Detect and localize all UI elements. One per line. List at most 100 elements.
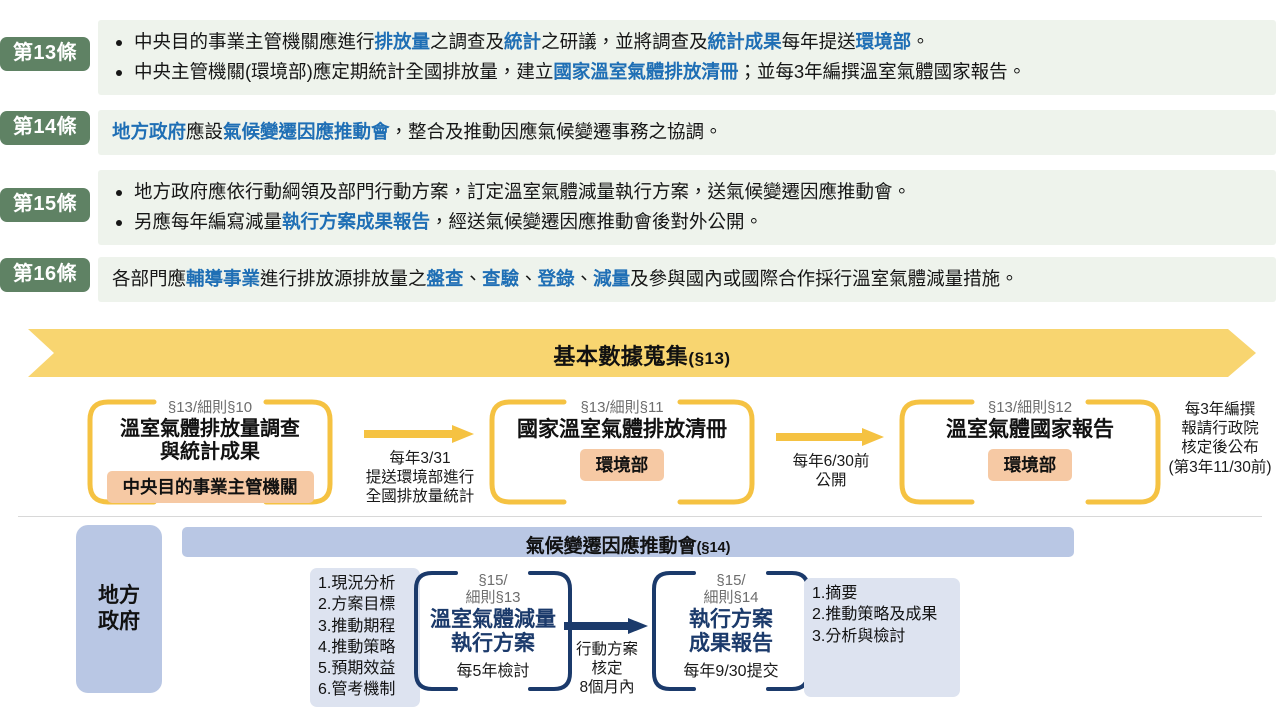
plain-text: 中央目的事業主管機關應進行	[134, 31, 375, 52]
plain-text: 、	[574, 268, 594, 289]
flow-arrow-caption-1: 每年3/31 提送環境部進行 全國排放量統計	[365, 450, 475, 505]
flow-box-emission-survey: §13/細則§10 溫室氣體排放量調查 與統計成果 中央目的事業主管機關	[84, 398, 336, 506]
flow-box-section: §13/細則§10	[167, 399, 253, 416]
flow-box-national-report: §13/細則§12 溫室氣體國家報告 環境部	[896, 398, 1164, 506]
article-bullet: 另應每年編寫減量執行方案成果報告，經送氣候變遷因應推動會後對外公開。	[134, 207, 1262, 237]
bracket-frame-icon	[87, 399, 333, 505]
flow-box-section: §13/細則§11	[580, 399, 664, 416]
flow-box-national-inventory: §13/細則§11 國家溫室氣體排放清冊 環境部	[486, 398, 758, 506]
arrow-right-icon	[364, 425, 474, 443]
flow-arrow-caption-3: 行動方案 核定 8個月內	[575, 641, 638, 696]
article-text: 地方政府應設氣候變遷因應推動會，整合及推動因應氣候變遷事務之協調。	[112, 117, 1262, 147]
flow-box-title: 國家溫室氣體排放清冊	[517, 417, 727, 441]
banner-basic-section: (§13)	[688, 349, 731, 368]
article-body-14: 地方政府應設氣候變遷因應推動會，整合及推動因應氣候變遷事務之協調。	[98, 110, 1276, 155]
flow-box-inner: §15/ 細則§14 執行方案 成果報告 每年9/30提交	[648, 569, 814, 681]
plain-text: 另應每年編寫減量	[134, 210, 283, 232]
flow-box-inner: §13/細則§10 溫室氣體排放量調查 與統計成果 中央目的事業主管機關	[84, 398, 336, 503]
banner-council-section: (§14)	[696, 540, 731, 556]
flow-box-section: §15/ 細則§13	[465, 572, 521, 606]
flow-box-note: 每年9/30提交	[683, 663, 779, 681]
local-government-label: 地方 政府	[98, 583, 140, 633]
article-row-16: 第16條 各部門應輔導事業進行排放源排放量之盤查、查驗、登錄、減量及參與國內或國…	[0, 257, 1276, 302]
article-bullet-list-13: 中央目的事業主管機關應進行排放量之調查及統計之研議，並將調查及統計成果每年提送環…	[112, 27, 1262, 87]
highlighted-term: 地方政府	[112, 121, 187, 142]
article-bullet: 中央主管機關(環境部)應定期統計全國排放量，建立國家溫室氣體排放清冊；並每3年編…	[134, 57, 1262, 87]
flow-box-title: 溫室氣體國家報告	[946, 417, 1114, 441]
article-bullet: 地方政府應依行動綱領及部門行動方案，訂定溫室氣體減量執行方案，送氣候變遷因應推動…	[134, 177, 1262, 207]
local-government-panel: 地方 政府	[76, 525, 162, 693]
highlighted-term: 環境部	[855, 31, 912, 52]
flow-arrow-caption-2: 每年6/30前 公開	[792, 453, 870, 489]
highlighted-term: 盤查	[426, 268, 464, 289]
plain-text: 地方政府應依行動綱領及部門行動方案，訂定溫室氣體減量執行方案，送氣候變遷因應推動…	[134, 181, 912, 202]
flow-box-owner-badge: 環境部	[579, 448, 665, 481]
highlighted-term: 執行方案成果報告	[282, 210, 431, 232]
plain-text: 中央主管機關(環境部)應定期統計全國排放量，建立	[134, 60, 554, 82]
flow-box-section: §15/ 細則§14	[703, 572, 759, 606]
article-row-14: 第14條 地方政府應設氣候變遷因應推動會，整合及推動因應氣候變遷事務之協調。	[0, 110, 1276, 155]
article-bullet-list-15: 地方政府應依行動綱領及部門行動方案，訂定溫室氣體減量執行方案，送氣候變遷因應推動…	[112, 177, 1262, 237]
plain-text: 之研議，並將調查及	[541, 31, 708, 52]
article-badge-16: 第16條	[0, 258, 90, 292]
flow-box-title: 溫室氣體減量 執行方案	[430, 607, 556, 656]
plain-text: 應設	[186, 121, 224, 142]
article-bullet: 中央目的事業主管機關應進行排放量之調查及統計之研議，並將調查及統計成果每年提送環…	[134, 27, 1262, 57]
plain-text: 、	[463, 268, 483, 289]
flow-arrow-group-2: 每年6/30前 公開	[776, 428, 886, 491]
bracket-frame-icon	[899, 399, 1161, 505]
plain-text: 每年提送	[781, 31, 856, 52]
list-card-report-contents: 1.摘要 2.推動策略及成果 3.分析與檢討	[804, 578, 960, 697]
flow-box-title: 溫室氣體排放量調查 與統計成果	[120, 417, 300, 464]
article-body-16: 各部門應輔導事業進行排放源排放量之盤查、查驗、登錄、減量及參與國內或國際合作採行…	[98, 257, 1276, 302]
article-badge-14: 第14條	[0, 111, 90, 145]
flow-arrow-group-1: 每年3/31 提送環境部進行 全國排放量統計	[364, 425, 476, 507]
banner-council-title: 氣候變遷因應推動會	[525, 536, 697, 557]
article-row-15: 第15條 地方政府應依行動綱領及部門行動方案，訂定溫室氣體減量執行方案，送氣候變…	[0, 170, 1276, 245]
article-row-13: 第13條 中央目的事業主管機關應進行排放量之調查及統計之研議，並將調查及統計成果…	[0, 20, 1276, 95]
highlighted-term: 氣候變遷因應推動會	[223, 121, 390, 142]
flow-box-inner: §15/ 細則§13 溫室氣體減量 執行方案 每5年檢討	[410, 569, 576, 681]
banner-basic-data-collection: 基本數據蒐集(§13)	[28, 329, 1256, 377]
article-badge-15: 第15條	[0, 188, 90, 222]
banner-council-label: 氣候變遷因應推動會(§14)	[182, 531, 1074, 558]
flow-box-plan-result-report: §15/ 細則§14 執行方案 成果報告 每年9/30提交	[648, 569, 814, 693]
highlighted-term: 統計成果	[707, 31, 782, 52]
flow-box-inner: §13/細則§12 溫室氣體國家報告 環境部	[896, 398, 1164, 481]
highlighted-term: 國家溫室氣體排放清冊	[553, 60, 739, 82]
plain-text: ，整合及推動因應氣候變遷事務之協調。	[389, 121, 723, 142]
plain-text: 、	[519, 268, 538, 289]
flow-box-owner-badge: 中央目的事業主管機關	[106, 470, 314, 503]
article-body-13: 中央目的事業主管機關應進行排放量之調查及統計之研議，並將調查及統計成果每年提送環…	[98, 20, 1276, 95]
highlighted-term: 排放量	[374, 31, 431, 52]
section-divider	[18, 516, 1262, 517]
article-badge-13: 第13條	[0, 37, 90, 71]
article-body-15: 地方政府應依行動綱領及部門行動方案，訂定溫室氣體減量執行方案，送氣候變遷因應推動…	[98, 170, 1276, 245]
highlighted-term: 減量	[593, 268, 631, 289]
flow-box-owner-badge: 環境部	[987, 448, 1073, 481]
plain-text: 及參與國內或國際合作採行溫室氣體減量措施。	[630, 268, 1019, 289]
flow-end-note: 每3年編撰 報請行政院 核定後公布 (第3年11/30前)	[1168, 401, 1272, 476]
flow-box-inner: §13/細則§11 國家溫室氣體排放清冊 環境部	[486, 398, 758, 481]
flow-box-note: 每5年檢討	[456, 663, 530, 681]
flow-box-title: 執行方案 成果報告	[689, 607, 773, 656]
plain-text: 。	[911, 31, 930, 52]
banner-chevron-shape	[28, 329, 1256, 377]
flow-arrow-group-3: 行動方案 核定 8個月內	[564, 618, 650, 698]
banner-basic-title: 基本數據蒐集	[553, 344, 689, 369]
highlighted-term: 登錄	[537, 268, 575, 289]
flow-box-reduction-plan: §15/ 細則§13 溫室氣體減量 執行方案 每5年檢討	[410, 569, 576, 693]
plain-text: 進行排放源排放量之	[260, 268, 427, 289]
article-text: 各部門應輔導事業進行排放源排放量之盤查、查驗、登錄、減量及參與國內或國際合作採行…	[112, 264, 1262, 294]
plain-text: ，經送氣候變遷因應推動會後對外公開。	[430, 210, 764, 232]
banner-basic-label: 基本數據蒐集(§13)	[28, 339, 1256, 371]
arrow-right-icon	[564, 618, 648, 634]
highlighted-term: 查驗	[482, 268, 520, 289]
bracket-frame-icon	[414, 571, 572, 691]
plain-text: 各部門應	[112, 268, 187, 289]
plain-text: 之調查及	[430, 31, 505, 52]
plain-text: ；並每3年編撰溫室氣體國家報告。	[738, 60, 1027, 82]
flow-box-section: §13/細則§12	[987, 399, 1073, 416]
banner-climate-council: 氣候變遷因應推動會(§14)	[182, 527, 1074, 557]
list-card-plan-contents: 1.現況分析 2.方案目標 3.推動期程 4.推動策略 5.預期效益 6.管考機…	[310, 568, 420, 707]
